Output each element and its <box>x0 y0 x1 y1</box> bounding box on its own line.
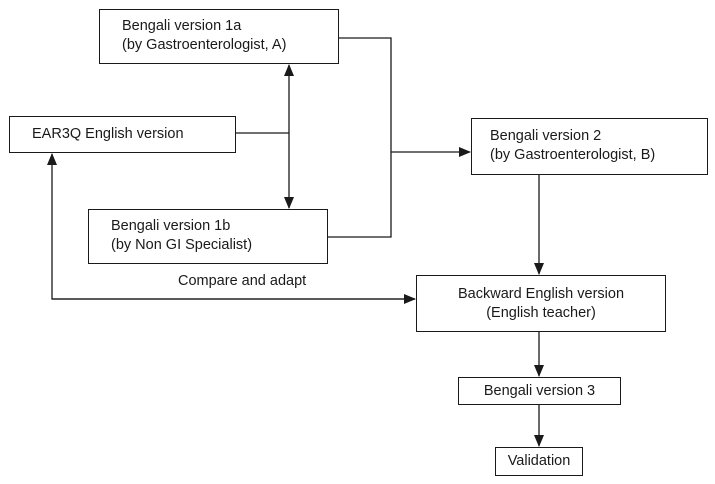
node-validation: Validation <box>495 447 583 476</box>
node-bengali-2-title: Bengali version 2 <box>490 128 602 144</box>
node-backward-title: Backward English version <box>457 285 625 302</box>
node-bengali-1a-author: (by Gastroenterologist, A) <box>122 37 287 53</box>
node-validation-title: Validation <box>507 453 571 469</box>
node-english-version: EAR3Q English version <box>9 116 236 153</box>
connector-1a-to-merge <box>339 37 392 152</box>
node-backward-author: (English teacher) <box>486 304 596 321</box>
connector-1b-to-merge <box>328 152 392 238</box>
node-bengali-version-2: Bengali version 2 (by Gastroenterologist… <box>471 118 708 175</box>
node-bengali-version-1b: Bengali version 1b (by Non GI Specialist… <box>88 209 328 264</box>
node-backward-english-version: Backward English version (English teache… <box>416 275 666 332</box>
edge-label-compare-and-adapt: Compare and adapt <box>178 273 307 289</box>
node-bengali-3-title: Bengali version 3 <box>483 382 596 399</box>
node-bengali-2-author: (by Gastroenterologist, B) <box>490 147 656 163</box>
node-bengali-version-3: Bengali version 3 <box>458 377 621 405</box>
node-bengali-1b-title: Bengali version 1b <box>111 218 231 234</box>
node-bengali-1a-title: Bengali version 1a <box>122 18 242 34</box>
node-english-title: EAR3Q English version <box>32 126 184 142</box>
node-bengali-1b-author: (by Non GI Specialist) <box>111 237 253 253</box>
node-bengali-version-1a: Bengali version 1a (by Gastroenterologis… <box>99 9 339 64</box>
